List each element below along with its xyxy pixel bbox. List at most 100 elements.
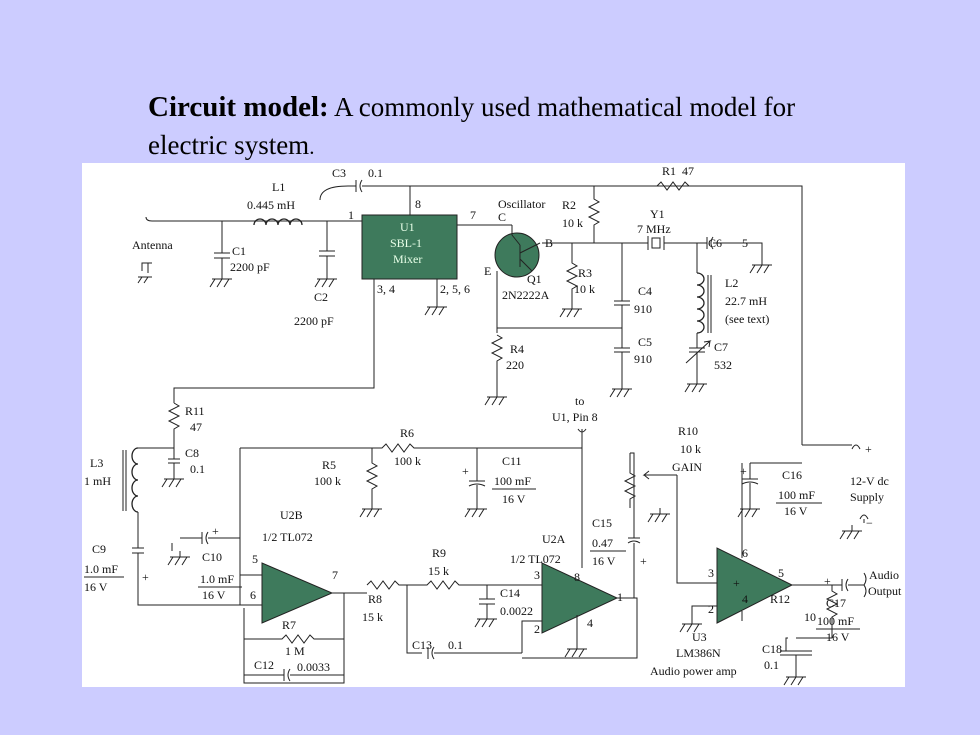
amplifier-u3 <box>716 547 794 624</box>
u2a-part: 1/2 TL072 <box>510 552 561 566</box>
capacitor-c1 <box>214 221 230 273</box>
c15-volt: 16 V <box>592 554 616 568</box>
c13-name: C13 <box>412 638 432 652</box>
r5-value: 100 k <box>314 474 341 488</box>
q1-e: E <box>484 264 491 278</box>
supply-line2: Supply <box>850 490 884 504</box>
c15-value: 0.47 <box>592 536 613 550</box>
u2a-pin8: 8 <box>574 570 580 584</box>
c3-name: C3 <box>332 166 346 180</box>
c17-name: C17 <box>826 596 846 610</box>
c9-volt: 16 V <box>84 580 108 594</box>
c7-value: 532 <box>714 358 732 372</box>
u1-pins34: 3, 4 <box>377 282 395 296</box>
audio-out-line2: Output <box>868 584 902 598</box>
potentiometer-r10 <box>623 453 637 508</box>
c14-value: 0.0022 <box>500 604 533 618</box>
heading-line2: electric system <box>148 130 310 160</box>
heading-period: . <box>309 135 315 159</box>
opamp-u2a <box>541 562 619 634</box>
u3-plus-mark: + <box>733 576 740 590</box>
u3-pin6: 6 <box>742 546 748 560</box>
resistor-r7 <box>244 634 344 644</box>
capacitor-c6 <box>697 236 763 259</box>
capacitor-c13 <box>406 585 522 660</box>
capacitor-c16 <box>741 444 852 503</box>
r4-value: 220 <box>506 358 524 372</box>
q1-part: 2N2222A <box>502 288 550 302</box>
c17-value: 100 mF <box>817 614 854 628</box>
u3-name: U3 <box>692 630 707 644</box>
r4-name: R4 <box>510 342 524 356</box>
r3-value: 10 k <box>574 282 595 296</box>
u2a-pin4: 4 <box>587 616 593 630</box>
c15-plus: + <box>640 554 647 568</box>
c10-volt: 16 V <box>202 588 226 602</box>
capacitor-c15 <box>627 452 641 598</box>
resistor-r8 <box>366 580 407 590</box>
opamp-u2b <box>261 562 334 624</box>
capacitor-c14 <box>479 585 495 613</box>
c14-name: C14 <box>500 586 520 600</box>
c8-value: 0.1 <box>190 462 205 476</box>
u3-pin4: 4 <box>742 592 748 606</box>
q1-name: Q1 <box>527 272 542 286</box>
heading-rest: A commonly used mathematical model for <box>328 92 796 122</box>
r1-value: 47 <box>682 164 694 178</box>
c16-volt: 16 V <box>784 504 808 518</box>
r2-value: 10 k <box>562 216 583 230</box>
r6-value: 100 k <box>394 454 421 468</box>
c6-value: 5 <box>742 236 748 250</box>
u3-desc: Audio power amp <box>650 664 737 678</box>
l2-note: (see text) <box>725 312 769 326</box>
r11-value: 47 <box>190 420 202 434</box>
u2b-part: 1/2 TL072 <box>262 530 313 544</box>
supply-plus: + <box>865 442 872 456</box>
inductor-l2 <box>696 272 705 334</box>
y1-name: Y1 <box>650 207 665 221</box>
c4-value: 910 <box>634 302 652 316</box>
u2a-name: U2A <box>542 532 566 546</box>
c5-name: C5 <box>638 335 652 349</box>
capacitor-c11 <box>468 448 486 503</box>
u1-func: Mixer <box>393 252 422 266</box>
c16-value: 100 mF <box>778 488 815 502</box>
mixer-u1-block <box>361 214 458 280</box>
c17-volt: 16 V <box>826 630 850 644</box>
crystal-y1 <box>622 236 697 250</box>
capacitors-c4-c5 <box>497 243 630 383</box>
c17-plus: + <box>824 574 831 588</box>
u1-name: U1 <box>400 220 415 234</box>
c7-name: C7 <box>714 340 728 354</box>
circuit-schematic: Antenna L1 0.445 mH C1 2200 pF C2 2200 p… <box>84 164 902 686</box>
c9-plus: + <box>142 570 149 584</box>
inductor-l1 <box>253 218 303 226</box>
c10-value: 1.0 mF <box>200 572 234 586</box>
r6-name: R6 <box>400 426 414 440</box>
to-u1-line1: to <box>575 394 584 408</box>
resistor-r1 <box>656 181 690 191</box>
l1-value: 0.445 mH <box>247 198 295 212</box>
resistor-r12 <box>792 584 842 638</box>
c11-volt: 16 V <box>502 492 526 506</box>
capacitor-c2 <box>319 221 335 273</box>
c10-name: C10 <box>202 550 222 564</box>
to-u1-line2: U1, Pin 8 <box>552 410 598 424</box>
r9-value: 15 k <box>428 564 449 578</box>
c5-value: 910 <box>634 352 652 366</box>
r2-name: R2 <box>562 198 576 212</box>
antenna-symbol <box>145 216 153 222</box>
u1-pin7: 7 <box>470 208 476 222</box>
resistor-r5 <box>365 448 379 503</box>
capacitor-c8 <box>168 448 180 473</box>
u2a-pin3: 3 <box>534 568 540 582</box>
u2b-pin6: 6 <box>250 588 256 602</box>
c16-name: C16 <box>782 468 802 482</box>
c13-value: 0.1 <box>448 638 463 652</box>
c12-name: C12 <box>254 658 274 672</box>
u2b-pin7: 7 <box>332 568 338 582</box>
heading-bold: Circuit model: <box>148 91 329 123</box>
y1-value: 7 MHz <box>637 222 671 236</box>
r7-name: R7 <box>282 618 296 632</box>
slide-heading: Circuit model: A commonly used mathemati… <box>148 88 848 166</box>
